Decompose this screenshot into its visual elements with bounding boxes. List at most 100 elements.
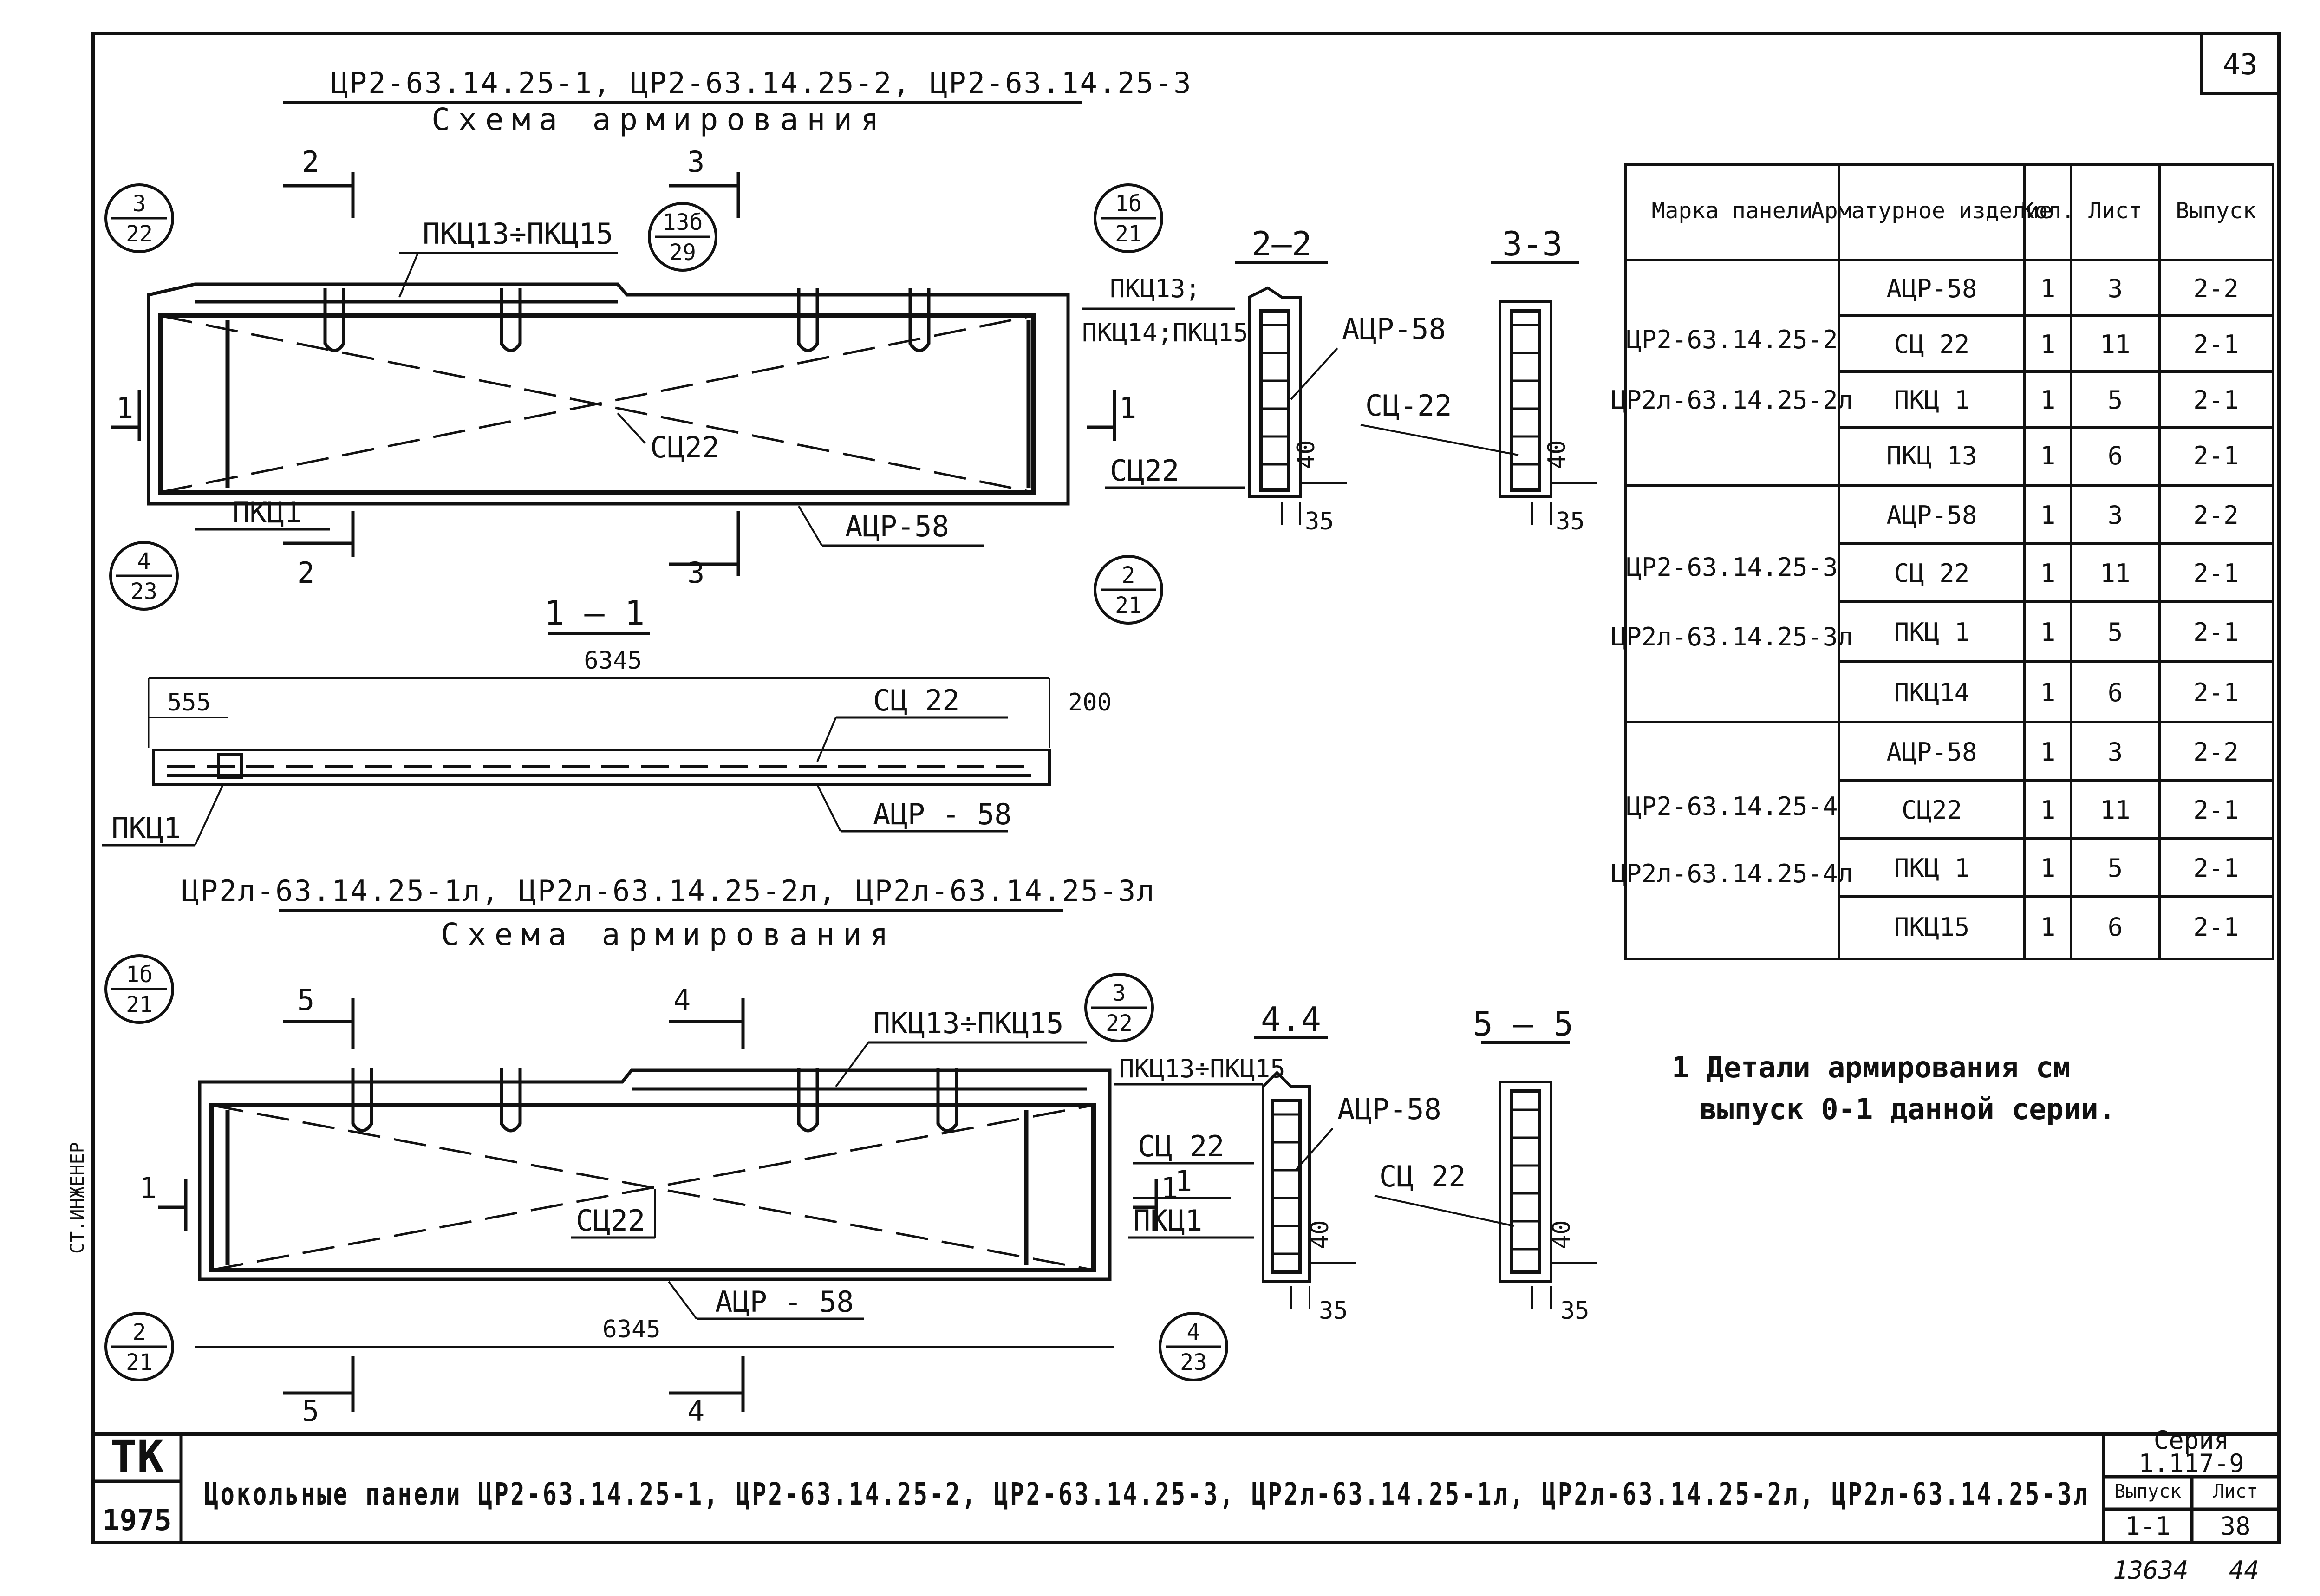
svg-text:1: 1 [2040, 853, 2056, 883]
svg-text:СЦ 22: СЦ 22 [1894, 559, 1970, 588]
stamp-title: Цокольные панели ЦР2-63.14.25-1, ЦР2-63.… [204, 1476, 2090, 1512]
section-4-4-dim-35: 35 [1319, 1297, 1348, 1325]
stamp-frame [91, 1432, 2281, 1544]
svg-text:2-1: 2-1 [2193, 912, 2239, 942]
svg-text:6: 6 [2108, 441, 2123, 470]
svg-text:1: 1 [2040, 274, 2056, 303]
stamp-issue-value: 1-1 [2125, 1511, 2170, 1541]
svg-text:1: 1 [2040, 618, 2056, 647]
svg-text:2-1: 2-1 [2193, 330, 2239, 359]
table-row: ПКЦ15 1 6 2-1 [1894, 912, 2239, 942]
section-4-4-acr58-leader [1295, 1127, 1334, 1171]
section-1-1-sc22-leader [816, 717, 837, 762]
bottom-cut-1a: 1 [139, 1171, 156, 1205]
svg-text:2-1: 2-1 [2193, 678, 2239, 707]
footer-page: 44 [2229, 1556, 2259, 1585]
table-g1-mark-1: ЦР2-63.14.25-2 [1626, 325, 1838, 354]
section-5-5-dim-40: 40 [1548, 1220, 1576, 1249]
section-4-4-dim-40: 40 [1306, 1220, 1334, 1249]
svg-text:2-1: 2-1 [2193, 618, 2239, 647]
svg-text:3: 3 [1113, 980, 1126, 1006]
section-4-4-label-sc22: СЦ 22 [1138, 1129, 1225, 1163]
section-2-2-acr58-leader [1290, 347, 1338, 400]
bottom-bubble-4: 4 23 [1159, 1312, 1228, 1381]
table-g2-mark-1: ЦР2-63.14.25-3 [1626, 553, 1838, 582]
table-row: ПКЦ 13 1 6 2-1 [1886, 441, 2238, 470]
svg-text:2: 2 [133, 1319, 146, 1345]
top-bubble-1: 3 22 [104, 183, 174, 253]
stamp-org-top: ТК [110, 1431, 164, 1483]
section-1-1-dim-200: 200 [1068, 689, 1112, 717]
top-schema-title: ЦР2-63.14.25-1, ЦР2-63.14.25-2, ЦР2-63.1… [331, 66, 1192, 100]
svg-text:21: 21 [1115, 221, 1142, 247]
note-line-1: 1 Детали армирования см [1672, 1050, 2071, 1084]
svg-text:5: 5 [2108, 853, 2123, 883]
bottom-cut-marks [158, 998, 1158, 1412]
section-4-4-label-1: 1 [1175, 1164, 1192, 1198]
table-header-mark: Марка панели [1652, 198, 1813, 224]
section-5-5-drawing [1499, 1081, 1597, 1309]
table-row: АЦР-58 1 3 2-2 [1886, 274, 2238, 303]
svg-text:1: 1 [2040, 501, 2056, 530]
svg-text:1б: 1б [1115, 191, 1142, 217]
svg-text:АЦР-58: АЦР-58 [1886, 274, 1977, 303]
svg-text:1: 1 [2040, 678, 2056, 707]
section-5-5-sc22-leader [1374, 1195, 1514, 1227]
top-cut-1a: 1 [116, 391, 133, 425]
section-5-5-dim-35: 35 [1560, 1297, 1590, 1325]
bottom-label-sc22: СЦ22 [576, 1204, 645, 1238]
top-bubble-5: 2 21 [1094, 555, 1163, 625]
top-cut-marks [111, 172, 1116, 576]
top-cut-3b: 3 [687, 556, 704, 590]
bottom-bubble-2: 3 22 [1084, 973, 1154, 1042]
section-2-2-label-sc22: СЦ22 [1110, 454, 1179, 488]
svg-text:4: 4 [137, 548, 151, 574]
section-1-1-label-pkc1: ПКЦ1 [111, 811, 181, 845]
svg-text:2-1: 2-1 [2193, 441, 2239, 470]
svg-text:1: 1 [2040, 330, 2056, 359]
section-3-3-label-sc22: СЦ-22 [1365, 389, 1452, 423]
svg-text:1: 1 [2040, 559, 2056, 588]
svg-text:23: 23 [1180, 1349, 1207, 1375]
bottom-label-acr58: АЦР - 58 [715, 1285, 854, 1319]
top-panel-drawing [147, 282, 1070, 506]
svg-text:13б: 13б [663, 209, 703, 235]
svg-text:ПКЦ 13: ПКЦ 13 [1886, 441, 1977, 470]
table-row: АЦР-58 1 3 2-2 [1886, 737, 2238, 767]
top-label-sc22: СЦ22 [650, 430, 719, 464]
section-3-3-dim-40: 40 [1543, 440, 1571, 469]
top-bubble-3: 1б 21 [1094, 183, 1163, 253]
top-cut-2a: 2 [302, 145, 319, 179]
svg-text:22: 22 [126, 221, 153, 247]
svg-text:6: 6 [2108, 678, 2123, 707]
stamp-issue-label: Выпуск [2114, 1481, 2182, 1502]
section-4-4-label-acr58: АЦР-58 [1337, 1092, 1441, 1126]
section-2-2-drawing [1248, 286, 1347, 525]
stamp-series-label: Серия [2154, 1426, 2229, 1455]
svg-text:2: 2 [1122, 562, 1135, 588]
top-cut-1b: 1 [1119, 391, 1136, 425]
svg-text:5: 5 [2108, 385, 2123, 415]
top-label-pkc1: ПКЦ1 [232, 495, 301, 529]
section-1-1-label-acr58: АЦР - 58 [873, 797, 1012, 831]
section-2-2-title: 2–2 [1251, 224, 1312, 263]
bottom-schema-title: ЦР2л-63.14.25-1л, ЦР2л-63.14.25-2л, ЦР2л… [182, 874, 1155, 908]
svg-text:3: 3 [2108, 274, 2123, 303]
table-row: СЦ 22 1 11 2-1 [1894, 330, 2239, 359]
bottom-label-length: 6345 [602, 1316, 660, 1343]
section-3-3-title: 3-3 [1502, 224, 1563, 263]
spec-table [1624, 163, 2274, 960]
table-header-item: Арматурное изделие [1811, 198, 2053, 224]
table-row: ПКЦ 1 1 5 2-1 [1894, 618, 2239, 647]
svg-text:11: 11 [2100, 559, 2130, 588]
section-4-4-label-pkc1: ПКЦ1 [1133, 1204, 1202, 1238]
svg-text:3: 3 [2108, 501, 2123, 530]
svg-text:2-2: 2-2 [2193, 737, 2239, 767]
table-g1-mark-2: ЦР2л-63.14.25-2л [1611, 385, 1853, 415]
section-1-1-dim-555: 555 [167, 689, 211, 717]
section-2-2-label-acr58: АЦР-58 [1342, 312, 1446, 346]
bottom-label-acr58-leader [668, 1281, 697, 1320]
top-label-acr58-leader [798, 505, 823, 547]
svg-text:21: 21 [1115, 593, 1142, 619]
